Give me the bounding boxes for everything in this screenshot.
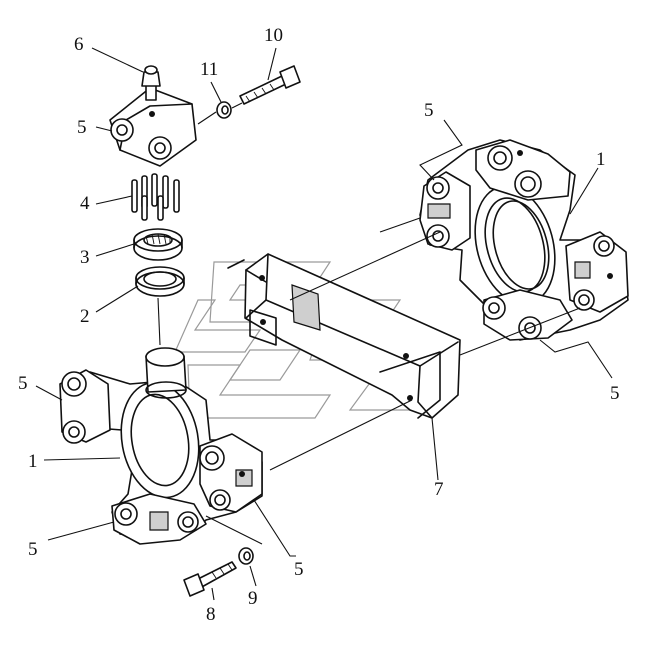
label-5-cap: 5 bbox=[77, 117, 87, 138]
bolt-part-10 bbox=[239, 65, 301, 105]
washer-part-9 bbox=[238, 547, 254, 565]
leader-lines bbox=[35, 47, 613, 601]
label-1-upper-right: 1 bbox=[596, 149, 606, 170]
bearing-cap-part-5 bbox=[109, 87, 197, 167]
bolt-part-8 bbox=[183, 561, 237, 597]
label-5-lower-left-b: 5 bbox=[28, 539, 38, 560]
label-5-lower-left-a: 5 bbox=[18, 373, 28, 394]
drive-shaft-part-7 bbox=[227, 253, 461, 419]
label-5-lower-left-c: 5 bbox=[294, 559, 304, 580]
label-11: 11 bbox=[200, 59, 219, 80]
label-6: 6 bbox=[74, 34, 84, 55]
label-5-upper-right-bottom: 5 bbox=[610, 383, 620, 404]
label-2: 2 bbox=[80, 306, 90, 327]
label-7: 7 bbox=[434, 479, 444, 500]
label-4: 4 bbox=[80, 193, 90, 214]
label-5-upper-right-top: 5 bbox=[424, 100, 434, 121]
bearing-cup-part-3 bbox=[133, 228, 183, 261]
needle-rollers-part-4 bbox=[131, 173, 180, 221]
cross-yoke-upper-right bbox=[419, 139, 629, 341]
grease-nipple-part-6 bbox=[141, 65, 161, 101]
cross-yoke-lower-left bbox=[59, 347, 263, 545]
label-1-lower-left: 1 bbox=[28, 451, 38, 472]
label-9: 9 bbox=[248, 588, 258, 609]
washer-part-11 bbox=[216, 101, 232, 119]
assembly-lines bbox=[157, 102, 581, 545]
label-10: 10 bbox=[264, 25, 283, 46]
label-3: 3 bbox=[80, 247, 90, 268]
seal-ring-part-2 bbox=[135, 266, 185, 297]
label-8: 8 bbox=[206, 604, 216, 625]
